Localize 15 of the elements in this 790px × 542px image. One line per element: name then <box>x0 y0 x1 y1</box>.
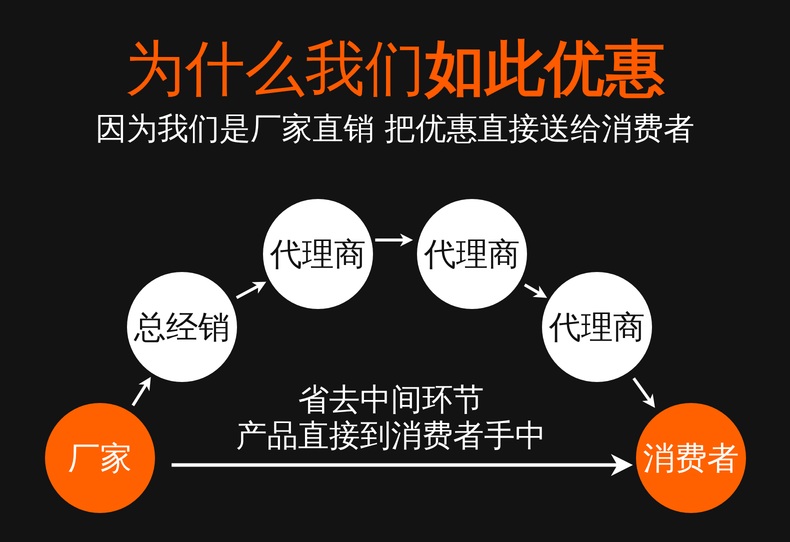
edge-label: 省去中间环节产品直接到消费者手中 <box>235 382 547 454</box>
node-label: 厂家 <box>68 439 132 477</box>
arrow <box>132 376 151 406</box>
node-label: 消费者 <box>643 439 739 477</box>
arrow <box>236 282 266 300</box>
node-label: 代理商 <box>549 308 645 346</box>
arrow <box>524 284 548 298</box>
node-label: 代理商 <box>424 235 520 273</box>
arrow <box>375 234 414 246</box>
subtitle: 因为我们是厂家直销 把优惠直接送给消费者 <box>96 111 694 147</box>
node-label: 总经销 <box>134 308 230 346</box>
arrow <box>172 454 633 476</box>
title: 为什么我们如此优惠 <box>125 34 665 104</box>
node-label: 代理商 <box>270 235 366 273</box>
arrow <box>632 377 655 408</box>
